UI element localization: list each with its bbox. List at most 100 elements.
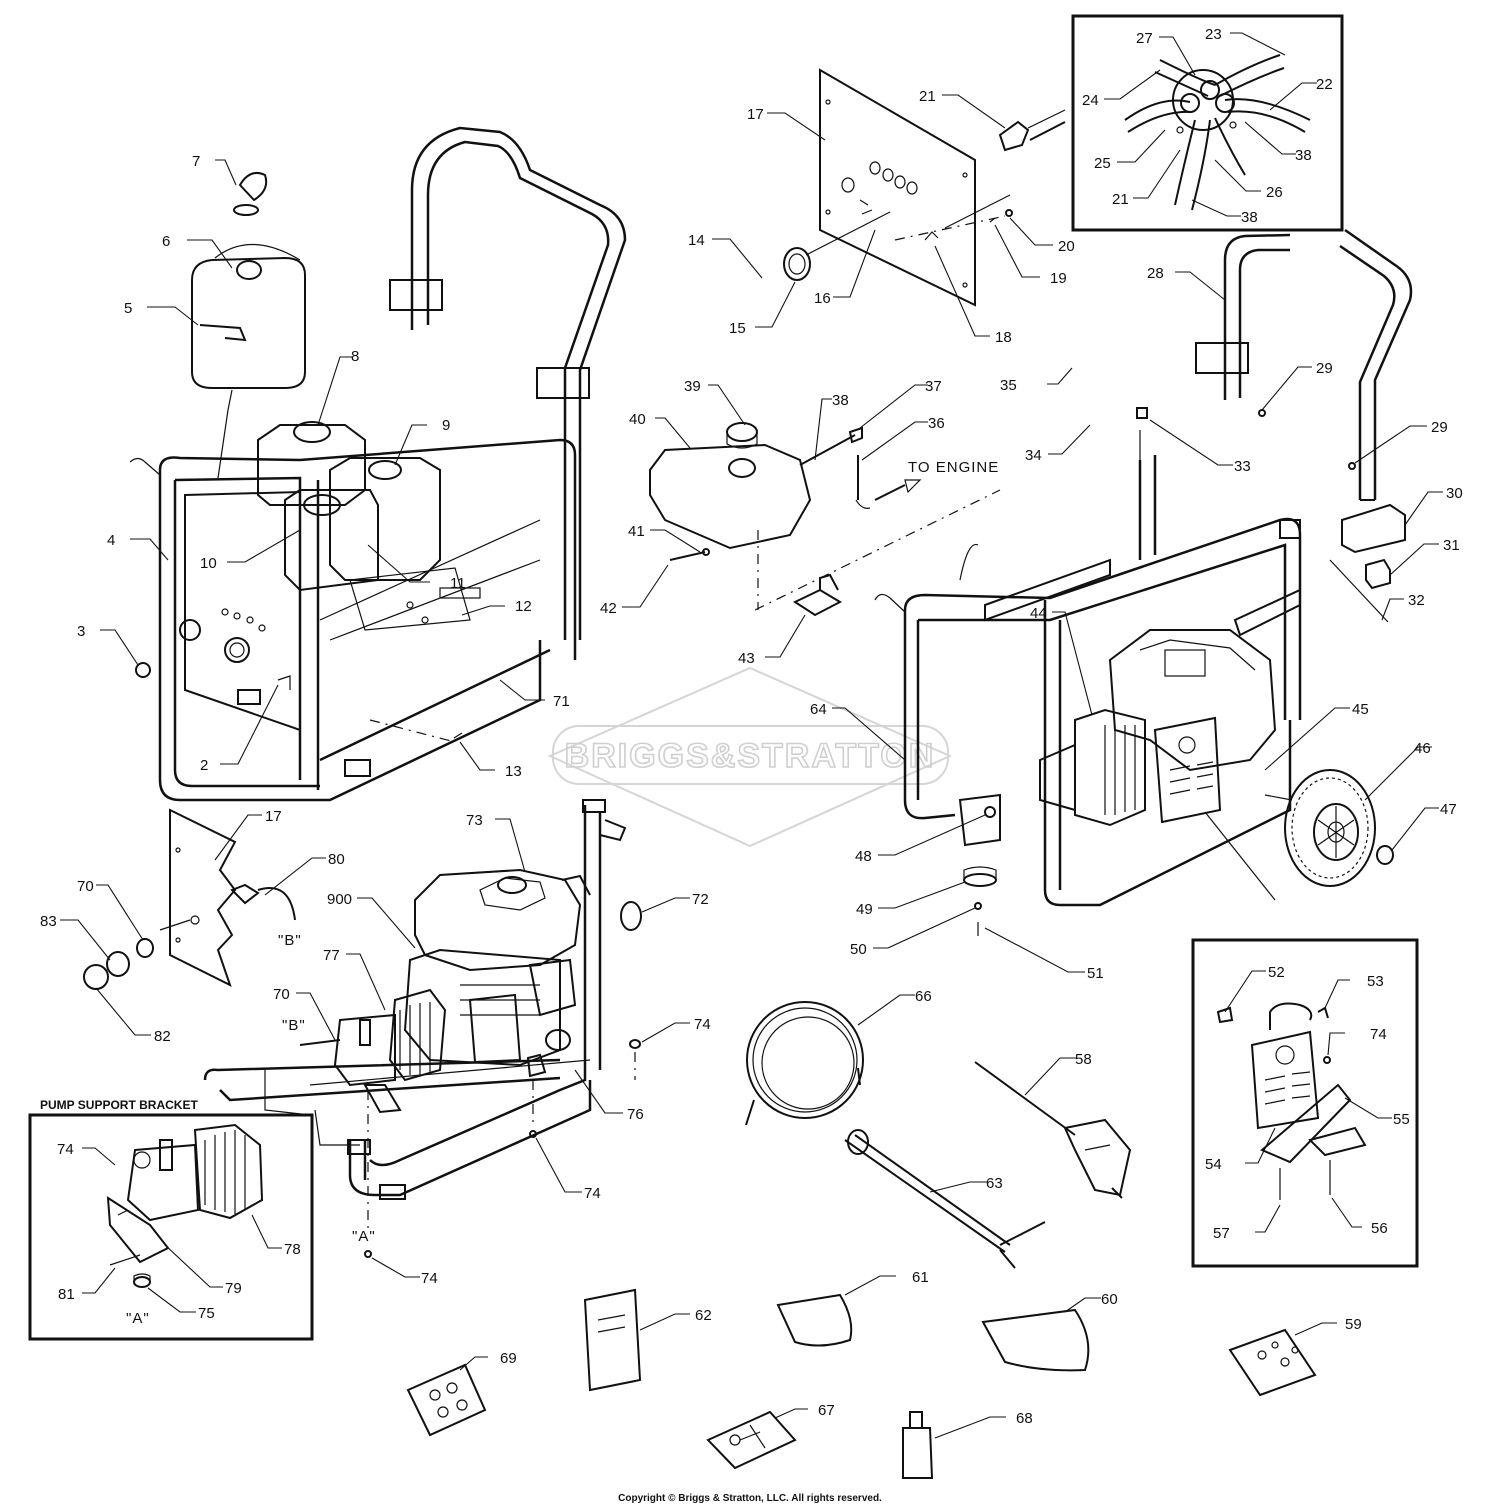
to-engine-label: TO ENGINE — [908, 459, 999, 476]
callout-label: 71 — [553, 693, 570, 710]
callout-label: 64 — [810, 701, 827, 718]
reference-a-label: "A" — [126, 1310, 150, 1327]
callout-label: 43 — [738, 650, 755, 667]
callout-label: 45 — [1352, 701, 1369, 718]
callout-label: 25 — [1094, 155, 1111, 172]
callout-label: 27 — [1136, 30, 1153, 47]
callout-label: 74 — [1370, 1026, 1387, 1043]
outlet-wiring-detail — [1071, 14, 1344, 232]
callout-label: 70 — [273, 986, 290, 1003]
callout-label: 49 — [856, 901, 873, 918]
callout-label: 2 — [200, 757, 208, 774]
callout-label: 83 — [40, 913, 57, 930]
callout-label: 54 — [1205, 1156, 1222, 1173]
engine-frame-right — [874, 407, 1394, 936]
hose-gun-wand — [745, 1001, 1132, 1269]
callout-label: 74 — [584, 1185, 601, 1202]
callout-label: 11 — [450, 575, 466, 592]
callout-label: 4 — [107, 532, 115, 549]
callout-label: 18 — [995, 329, 1012, 346]
callout-label: 32 — [1408, 592, 1425, 609]
callout-label: 10 — [200, 555, 217, 572]
muffler-detail — [1191, 938, 1419, 1268]
callout-label: 28 — [1147, 265, 1164, 282]
watermark-brand-text: BRIGGS&STRATTON — [565, 737, 936, 775]
callout-label: 82 — [154, 1028, 171, 1045]
callout-label: 14 — [688, 232, 705, 249]
callout-label: 21 — [1112, 191, 1129, 208]
frame-assembly-top-left — [129, 126, 627, 802]
callout-label: 38 — [832, 392, 849, 409]
oil-tank-40 — [649, 422, 1001, 617]
callout-label: 56 — [1371, 1220, 1388, 1237]
callout-label: 21 — [919, 88, 936, 105]
callout-label: 35 — [1000, 377, 1017, 394]
callout-label: 74 — [421, 1270, 438, 1287]
callout-label: 69 — [500, 1350, 517, 1367]
pump-support-bracket-title: PUMP SUPPORT BRACKET — [40, 1098, 198, 1112]
callout-label: 30 — [1446, 485, 1463, 502]
side-panel-assembly — [83, 808, 296, 990]
callout-label: 59 — [1345, 1316, 1362, 1333]
control-panel-17 — [783, 68, 1066, 307]
callout-label: 70 — [77, 878, 94, 895]
callout-label: 8 — [351, 348, 359, 365]
callout-label: 33 — [1234, 458, 1251, 475]
callout-label: 75 — [198, 1305, 215, 1322]
callout-label: 29 — [1316, 360, 1333, 377]
callout-label: 15 — [729, 320, 746, 337]
callout-label: 79 — [225, 1280, 242, 1297]
callout-label: 39 — [684, 378, 701, 395]
callout-label: 16 — [814, 290, 831, 307]
callout-label: 73 — [466, 812, 483, 829]
callout-label: 38 — [1295, 147, 1312, 164]
accessory-items — [406, 1288, 1317, 1479]
washer-frame-center — [203, 799, 642, 1258]
callout-label: 77 — [323, 947, 340, 964]
callout-label: 74 — [694, 1016, 711, 1033]
reference-b-label: "B" — [282, 1017, 306, 1034]
callout-label: 63 — [986, 1175, 1003, 1192]
callout-label: 80 — [328, 851, 345, 868]
callout-label: 17 — [265, 808, 282, 825]
callout-label: 9 — [442, 417, 450, 434]
pump-support-bracket-detail — [28, 1113, 314, 1341]
callout-label: 24 — [1082, 92, 1099, 109]
callout-label: 78 — [284, 1241, 301, 1258]
callout-label: 34 — [1025, 447, 1042, 464]
callout-label: 76 — [627, 1106, 644, 1123]
callout-label: 48 — [855, 848, 872, 865]
callout-label: 55 — [1393, 1111, 1410, 1128]
callout-label: 52 — [1268, 964, 1285, 981]
copyright-notice: Copyright © Briggs & Stratton, LLC. All … — [618, 1493, 882, 1504]
callout-label: 57 — [1213, 1225, 1230, 1242]
callout-label: 58 — [1075, 1051, 1092, 1068]
callout-label: 20 — [1058, 238, 1075, 255]
callout-label: 51 — [1087, 965, 1104, 982]
callout-label: 46 — [1414, 740, 1431, 757]
callout-label: 38 — [1241, 209, 1258, 226]
brand-watermark: BRIGGS&STRATTON — [547, 666, 953, 848]
reference-a-label: "A" — [352, 1228, 376, 1245]
callout-label: 62 — [695, 1307, 712, 1324]
callout-label: 7 — [192, 153, 200, 170]
callout-label: 31 — [1443, 537, 1460, 554]
callout-label: 900 — [327, 891, 352, 908]
annotations: TO ENGINE PUMP SUPPORT BRACKET "B" "B" "… — [40, 459, 999, 1327]
callout-label: 3 — [77, 623, 85, 640]
callout-label: 6 — [162, 233, 170, 250]
callout-label: 22 — [1316, 76, 1333, 93]
callout-label: 5 — [124, 300, 132, 317]
handle-28 — [1195, 228, 1413, 623]
callout-label: 61 — [912, 1269, 929, 1286]
callout-label: 12 — [515, 598, 532, 615]
leader-lines — [60, 32, 1443, 1439]
callout-label: 17 — [747, 106, 764, 123]
callout-label: 66 — [915, 988, 932, 1005]
callout-label: 36 — [928, 415, 945, 432]
callout-label: 13 — [505, 763, 522, 780]
callout-label: 47 — [1440, 801, 1457, 818]
callout-label: 29 — [1431, 419, 1448, 436]
callout-label: 44 — [1030, 605, 1047, 622]
callout-label: 68 — [1016, 1410, 1033, 1427]
